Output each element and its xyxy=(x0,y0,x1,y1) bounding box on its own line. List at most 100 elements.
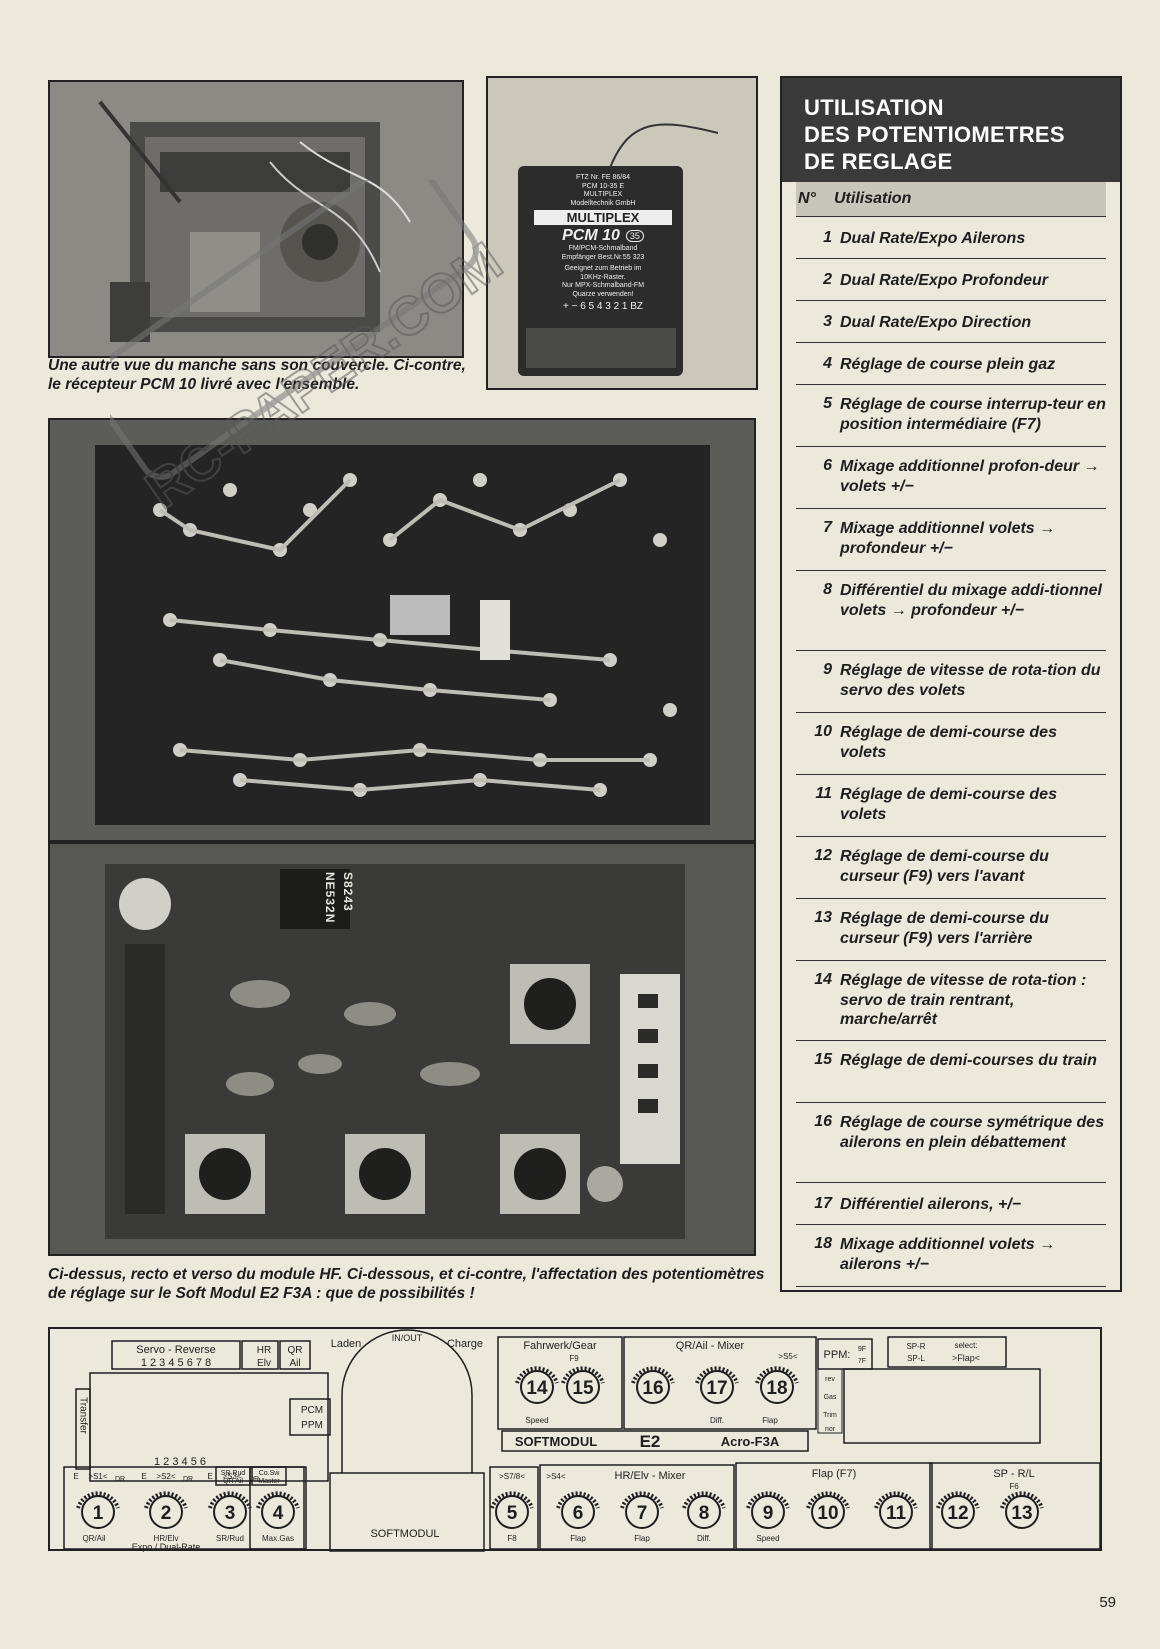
row-number: 4 xyxy=(823,355,832,372)
row-number: 15 xyxy=(814,1051,832,1068)
row-utilisation: Réglage de demi-courses du train xyxy=(840,1052,1097,1069)
dr-label-3: DR xyxy=(249,1476,259,1483)
flap-qr-label: Flap xyxy=(762,1416,778,1425)
receiver-label: FTZ Nr. FE 86/84 PCM 10-35 E MULTIPLEX M… xyxy=(528,174,678,312)
main-display xyxy=(843,1368,1041,1444)
flap-f7-label: Flap (F7) xyxy=(812,1468,857,1480)
qr-label: QR xyxy=(288,1345,303,1356)
knob-number-9: 9 xyxy=(763,1503,774,1524)
charge-label: Charge xyxy=(447,1338,483,1350)
flap-f7-group xyxy=(735,1462,933,1550)
knob-number-18: 18 xyxy=(766,1378,787,1399)
chip-label-ne532n: NE532N xyxy=(323,872,337,924)
table-header-row: N° Utilisation xyxy=(796,182,1106,217)
fahrwerk-label: Fahrwerk/Gear xyxy=(523,1340,597,1352)
row-utilisation: Réglage de course interrup-teur en posit… xyxy=(840,396,1106,433)
receiver-sub: Empfänger Best.Nr.55 323 xyxy=(561,253,645,261)
table-row: 7 Mixage additionnel volets → profondeur … xyxy=(796,509,1106,571)
s78-group xyxy=(489,1466,539,1550)
transfer-strip xyxy=(75,1388,91,1470)
receiver-sub: Geeignet zum Betrieb im xyxy=(564,265,642,272)
row-number: 8 xyxy=(823,581,832,598)
softmodul-bottom-label: SOFTMODUL xyxy=(370,1528,439,1540)
row-utilisation: Réglage de demi-course des volets xyxy=(840,724,1057,761)
receiver-sub: Quarze verwenden! xyxy=(572,290,634,298)
rev-nor-strip xyxy=(817,1368,843,1434)
expo-dualrate-label: Expo / Dual-Rate xyxy=(132,1542,201,1552)
s1-label: >S1< xyxy=(88,1472,107,1481)
speed-label-2: Speed xyxy=(756,1534,779,1543)
knob-18 xyxy=(760,1370,794,1404)
fahrwerk-group xyxy=(497,1336,623,1430)
knob-2 xyxy=(149,1495,183,1529)
col-number: N° xyxy=(798,190,816,207)
qr-mixer-label: QR/Ail - Mixer xyxy=(676,1340,745,1352)
row-utilisation: Réglage de demi-course des volets xyxy=(840,786,1057,823)
sp-rl-label: SP - R/L xyxy=(993,1468,1034,1480)
knob-number-7: 7 xyxy=(637,1503,648,1524)
knob-13 xyxy=(1005,1495,1039,1529)
knob-number-15: 15 xyxy=(572,1378,594,1399)
row-utilisation: Réglage de demi-course du curseur (F9) v… xyxy=(840,848,1049,885)
row-utilisation: Mixage additionnel volets → ailerons +/− xyxy=(840,1236,1056,1273)
row-number: 5 xyxy=(823,395,832,412)
laden-label: Laden xyxy=(331,1338,362,1350)
knob-number-11: 11 xyxy=(886,1503,907,1524)
row-utilisation: Différentiel du mixage addi-tionnel vole… xyxy=(840,582,1102,619)
page-number: 59 xyxy=(1099,1594,1116,1611)
knob-4 xyxy=(261,1495,295,1529)
e2-label: E2 xyxy=(640,1432,661,1451)
diff-label-2: Diff. xyxy=(697,1534,711,1543)
sr-rud-label: SR Rud xyxy=(221,1470,246,1477)
s4-label: >S4< xyxy=(546,1472,565,1481)
knob-number-4: 4 xyxy=(273,1503,284,1524)
knob-10 xyxy=(811,1495,845,1529)
s2-label: >S2< xyxy=(156,1472,175,1481)
qr-ail-knob-label: QR/Ail xyxy=(82,1534,105,1543)
row-utilisation: Mixage additionnel volets → profondeur +… xyxy=(840,520,1056,557)
stick-photo-image xyxy=(50,82,462,356)
knob-14 xyxy=(520,1370,554,1404)
charge-base xyxy=(329,1472,485,1552)
master-label: Master xyxy=(258,1478,280,1485)
dr-label-1: DR xyxy=(115,1476,125,1483)
pcb-recto-image xyxy=(50,420,754,840)
qr-ail-small-label: QR Ail xyxy=(223,1478,243,1485)
receiver-sub: FM/PCM-Schmalband xyxy=(568,245,638,252)
s78-label: >S7/8< xyxy=(499,1472,525,1481)
knob-number-12: 12 xyxy=(947,1503,968,1524)
sp-l-label: SP-L xyxy=(907,1354,925,1363)
e-label-1: E xyxy=(73,1472,78,1481)
row-number: 2 xyxy=(823,271,832,288)
knob-3 xyxy=(213,1495,247,1529)
receiver-model: PCM 10 xyxy=(562,227,620,244)
row-number: 6 xyxy=(823,457,832,474)
knob-16 xyxy=(636,1370,670,1404)
row-utilisation: Réglage de demi-course du curseur (F9) v… xyxy=(840,910,1049,947)
knob-number-14: 14 xyxy=(526,1378,548,1399)
knob-number-5: 5 xyxy=(507,1503,518,1524)
flap-hr-label: Flap xyxy=(634,1534,650,1543)
row-number: 7 xyxy=(823,519,832,536)
row-number: 11 xyxy=(815,785,832,802)
sp-rl-group xyxy=(929,1462,1101,1550)
s5-label: >S5< xyxy=(778,1352,797,1361)
knob-5 xyxy=(495,1495,529,1529)
table-row: 11 Réglage de demi-course des volets xyxy=(796,775,1106,837)
qr-mixer-group xyxy=(623,1336,817,1430)
servo-reverse-numbers: 1 2 3 4 5 6 7 8 xyxy=(141,1357,211,1369)
gas-label: Gas xyxy=(824,1394,837,1401)
table-row: 15 Réglage de demi-courses du train xyxy=(796,1041,1106,1103)
ppm-9f: 9F xyxy=(858,1346,866,1353)
dr-label-2: DR xyxy=(183,1476,193,1483)
photo-hf-module-recto xyxy=(48,418,756,842)
knob-number-8: 8 xyxy=(699,1503,710,1524)
